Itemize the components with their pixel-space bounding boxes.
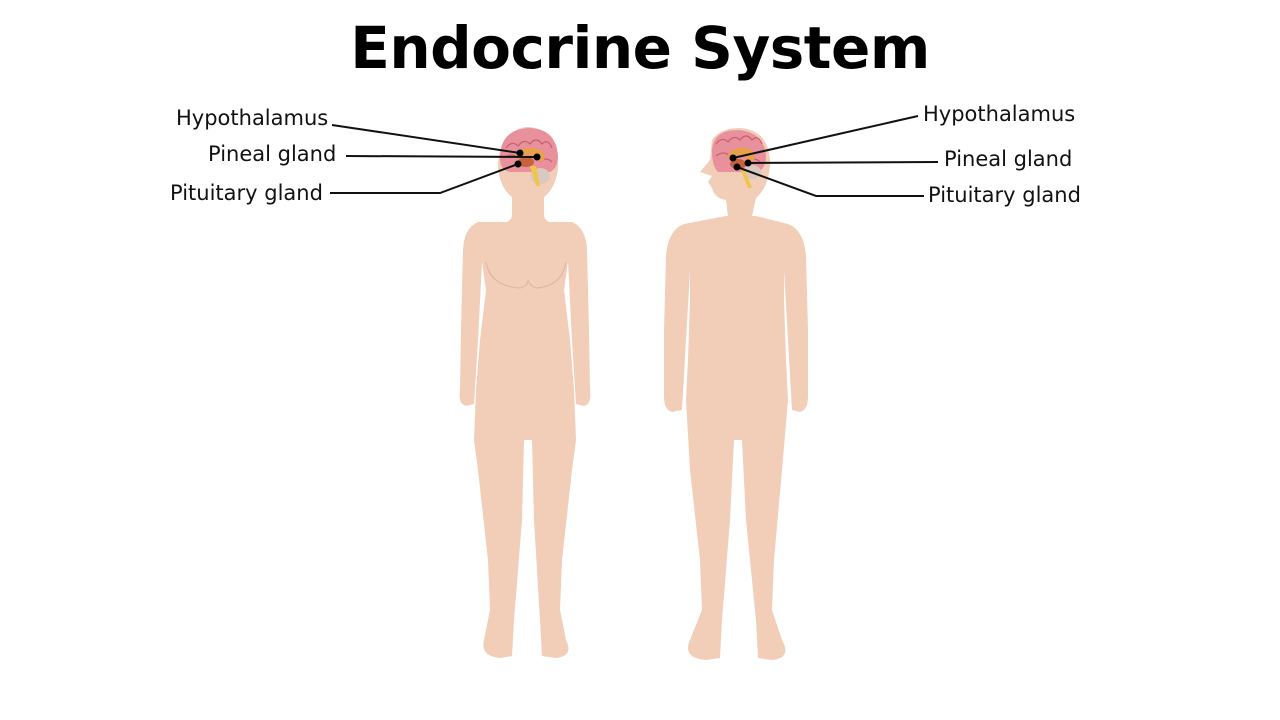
male-figure	[664, 128, 808, 660]
leader-pineal-right	[747, 161, 939, 164]
male-brain	[712, 130, 766, 188]
leader-pineal-left	[345, 155, 538, 158]
marker-hypothalamus-female	[516, 149, 524, 157]
label-pineal-gland-right: Pineal gland	[944, 147, 1073, 171]
female-figure	[459, 127, 591, 658]
female-leader-lines	[330, 124, 538, 194]
marker-pituitary-female	[514, 160, 522, 168]
label-hypothalamus-right: Hypothalamus	[923, 102, 1076, 126]
marker-pituitary-male	[733, 163, 741, 171]
male-markers	[729, 154, 752, 171]
leader-pituitary-right	[736, 166, 924, 197]
marker-pineal-male	[744, 159, 752, 167]
marker-hypothalamus-male	[729, 154, 737, 162]
page-title: Endocrine System	[350, 14, 930, 82]
leader-hypothalamus-right	[732, 115, 919, 159]
marker-pineal-female	[533, 153, 541, 161]
leader-hypothalamus-left	[331, 124, 521, 154]
female-markers	[514, 149, 541, 168]
male-leader-lines	[732, 115, 939, 197]
label-hypothalamus-left: Hypothalamus	[176, 106, 329, 130]
label-pituitary-gland-right: Pituitary gland	[928, 183, 1081, 207]
leader-pituitary-left	[330, 163, 519, 194]
label-pituitary-gland-left: Pituitary gland	[170, 181, 323, 205]
female-chest-line	[485, 261, 567, 289]
label-pineal-gland-left: Pineal gland	[208, 142, 337, 166]
